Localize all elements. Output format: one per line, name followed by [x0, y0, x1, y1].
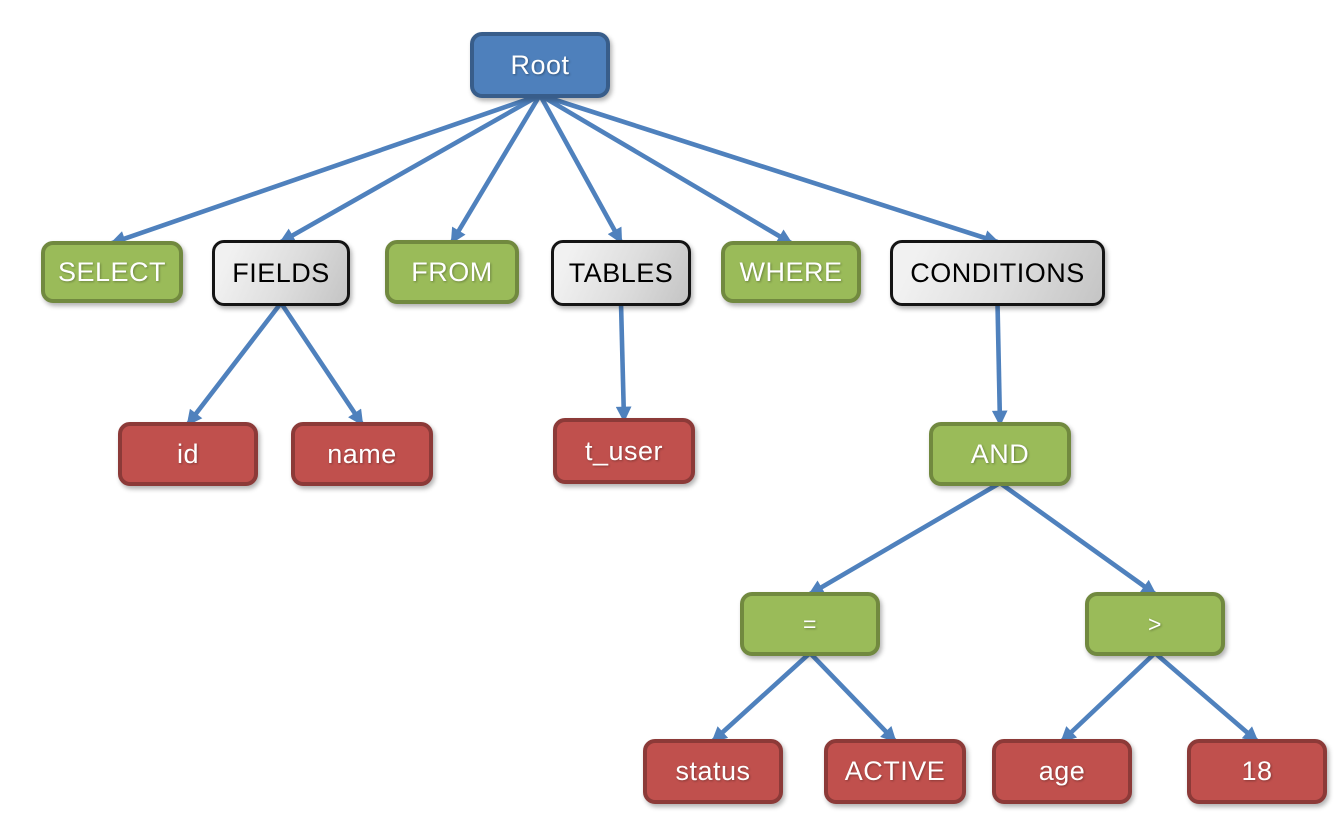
edge-eq-active [808, 651, 897, 743]
node-label-gt: > [1148, 610, 1162, 637]
edge-root-conditions [539, 92, 1000, 246]
node-label-status: status [675, 756, 751, 786]
edge-root-from [450, 93, 542, 245]
node-tables: TABLES [551, 240, 691, 306]
node-gt: > [1085, 592, 1225, 656]
edge-root-tables [537, 93, 624, 245]
edge-fields-name [279, 301, 364, 426]
node-label-name: name [327, 438, 397, 469]
node-label-eq: = [803, 610, 817, 637]
edge-gt-num18 [1153, 651, 1259, 743]
edge-and-eq [807, 481, 1002, 596]
node-conditions: CONDITIONS [890, 240, 1105, 306]
node-label-id: id [176, 438, 199, 469]
edge-tables-t_user [615, 302, 632, 423]
node-id: id [118, 422, 258, 486]
node-where: WHERE [721, 241, 861, 303]
node-label-root: Root [510, 49, 570, 80]
node-t_user: t_user [553, 418, 695, 484]
node-num18: 18 [1187, 739, 1327, 804]
node-select: SELECT [41, 241, 183, 303]
node-label-fields: FIELDS [232, 257, 330, 288]
node-name: name [291, 422, 433, 486]
node-eq: = [740, 592, 880, 656]
node-fields: FIELDS [212, 240, 350, 306]
edge-root-fields [278, 92, 542, 245]
edge-root-where [538, 93, 794, 245]
node-label-age: age [1038, 756, 1086, 786]
edge-fields-id [186, 301, 283, 426]
node-label-where: WHERE [739, 256, 843, 287]
node-from: FROM [385, 240, 519, 304]
node-label-and: AND [970, 438, 1030, 469]
node-status: status [643, 739, 783, 804]
node-label-num18: 18 [1241, 756, 1273, 786]
node-label-tables: TABLES [568, 257, 674, 288]
edge-eq-status [711, 651, 812, 743]
edge-root-select [109, 92, 541, 247]
node-age: age [992, 739, 1132, 804]
node-label-from: FROM [411, 256, 493, 287]
node-active: ACTIVE [824, 739, 966, 804]
node-and: AND [929, 422, 1071, 486]
edge-gt-age [1060, 651, 1157, 743]
node-label-t_user: t_user [584, 435, 664, 466]
node-root: Root [470, 32, 610, 98]
edge-and-gt [998, 481, 1157, 596]
node-label-select: SELECT [57, 256, 167, 287]
node-label-active: ACTIVE [844, 756, 946, 786]
node-label-conditions: CONDITIONS [910, 257, 1085, 288]
edge-conditions-and [991, 302, 1008, 427]
